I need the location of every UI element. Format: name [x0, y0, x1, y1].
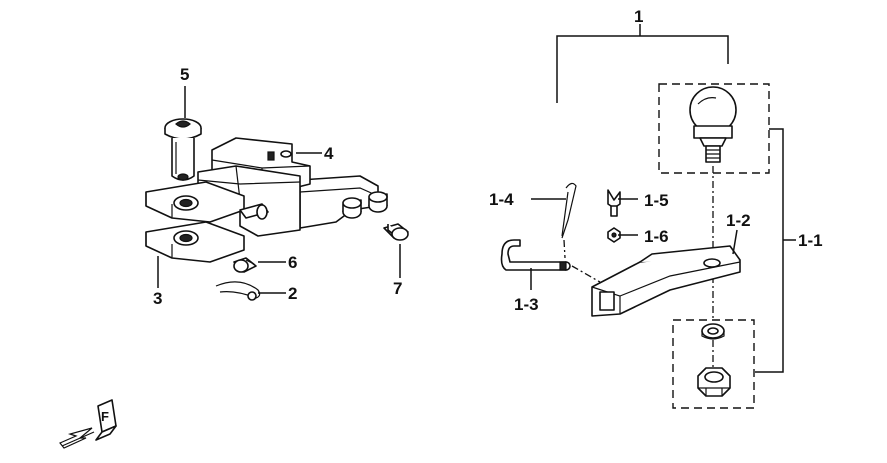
upper-tongue-plate	[145, 181, 245, 223]
washer-nut-group-box	[672, 319, 755, 409]
hex-nut	[697, 367, 731, 397]
hitch-ball	[689, 86, 737, 163]
small-nut	[607, 227, 621, 243]
callout-6: 6	[288, 253, 297, 272]
cotter-pin	[561, 182, 577, 239]
small-bolt	[233, 257, 257, 273]
leader-1-2	[732, 229, 738, 255]
hitch-ball-group-box	[658, 83, 770, 174]
callout-labels: 1 1-1 1-2 1-3 1-4 1-5 1-6 2 3 4 5 6 7	[153, 7, 823, 314]
r-clip	[215, 281, 261, 301]
leader-lines	[157, 86, 738, 294]
callout-4: 4	[324, 144, 334, 163]
bolt-seven	[383, 223, 409, 241]
group-bracket-1	[556, 24, 729, 103]
wing-bolt	[607, 189, 621, 217]
callout-1-4: 1-4	[489, 190, 514, 209]
callout-1-6: 1-6	[644, 227, 669, 246]
receiver-bar	[591, 245, 741, 317]
lower-tongue-plate	[145, 221, 245, 263]
hitch-bracket-body	[197, 165, 301, 237]
callout-7: 7	[393, 279, 402, 298]
hitch-bracket-rear-arm	[299, 175, 379, 229]
group-bracket-1-1	[755, 128, 796, 373]
bracket-cross-pin	[239, 203, 269, 220]
callout-1-5: 1-5	[644, 191, 669, 210]
hitch-pin	[164, 118, 202, 181]
bent-hitch-pin	[500, 239, 571, 271]
callout-1-1: 1-1	[798, 231, 823, 250]
callout-2: 2	[288, 284, 297, 303]
pin-insert-axis	[571, 265, 601, 283]
callout-1-3: 1-3	[514, 295, 539, 314]
callout-5: 5	[180, 65, 189, 84]
lock-washer	[701, 323, 725, 340]
front-direction-icon: F	[59, 399, 117, 449]
hitch-bracket-assembly	[145, 118, 409, 301]
arm-pins	[342, 191, 388, 219]
callout-1-2: 1-2	[726, 211, 751, 230]
cotter-pin-axis	[563, 239, 566, 259]
callout-3: 3	[153, 289, 162, 308]
front-direction-letter: F	[101, 409, 109, 424]
callout-1: 1	[634, 7, 643, 26]
receiver-hitch-assembly	[500, 24, 796, 409]
